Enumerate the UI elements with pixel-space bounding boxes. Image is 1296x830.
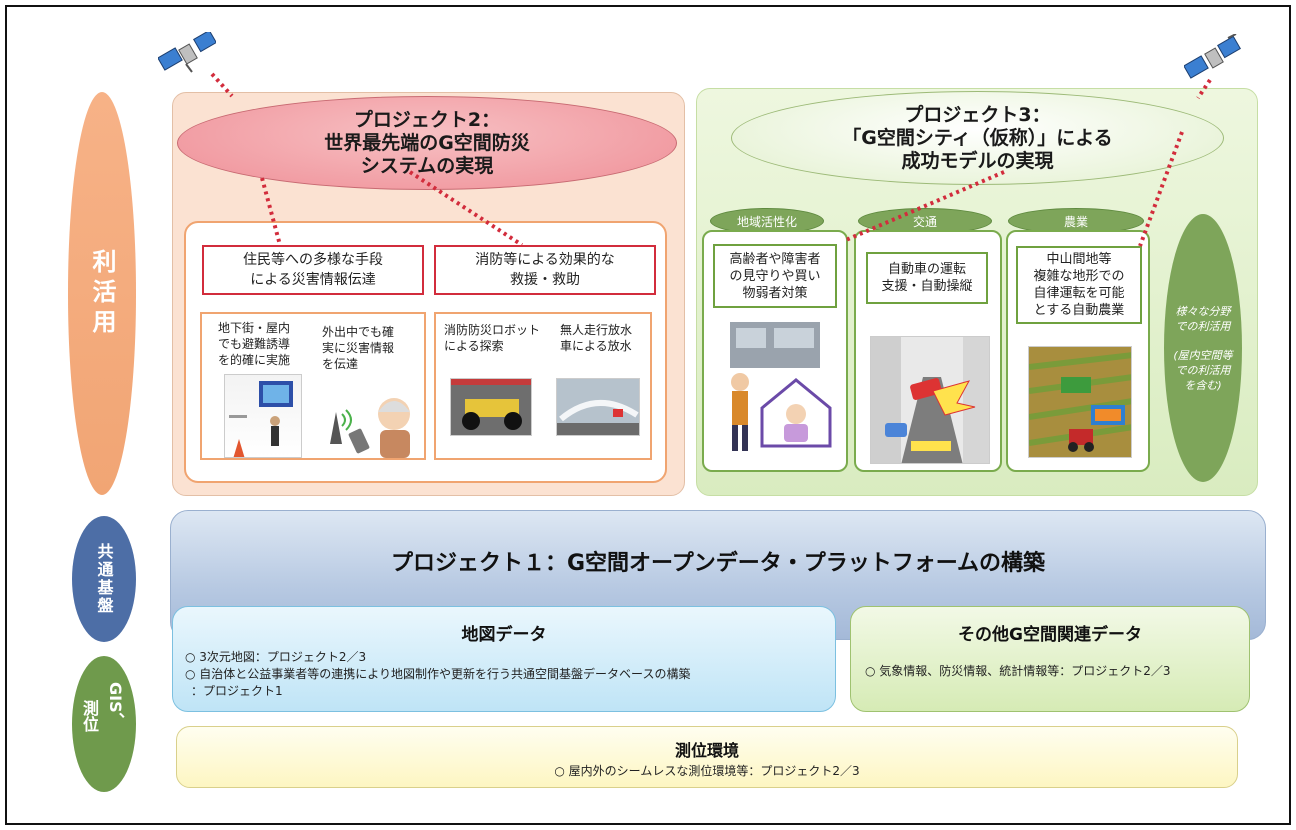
other-data-box: その他G空間関連データ ○ 気象情報、防災情報、統計情報等：プロジェクト2／3 bbox=[850, 606, 1250, 712]
satellite-icon bbox=[1183, 33, 1242, 82]
water-cannon-image bbox=[556, 378, 640, 436]
unmanned-water-text: 無人走行放水車による放水 bbox=[560, 323, 633, 353]
rescue-line1: 消防等による効果的な bbox=[475, 252, 615, 268]
elderly-watch-box: 高齢者や障害者の見守りや買い物弱者対策 bbox=[713, 244, 837, 308]
map-data-title: 地図データ bbox=[461, 625, 547, 645]
phone-user-image bbox=[322, 384, 422, 460]
project2-title-line3: システムの実現 bbox=[360, 154, 494, 177]
category-gis-col2: GIS、 bbox=[106, 682, 125, 729]
evacuation-sign-image bbox=[224, 374, 302, 458]
category-common-base: 共通基盤 bbox=[72, 516, 136, 642]
rescue-sub-box: 消防防災ロボットによる探索 無人走行放水車による放水 bbox=[434, 312, 652, 460]
auto-farming-box: 中山間地等複雑な地形での自律運転を可能とする自動農業 bbox=[1016, 246, 1142, 324]
outer-frame bbox=[5, 5, 1291, 825]
other-data-bullet: ○ 気象情報、防災情報、統計情報等：プロジェクト2／3 bbox=[865, 664, 1171, 678]
rescue-line2: 救援・救助 bbox=[510, 272, 580, 288]
project2-title-ellipse: プロジェクト2： 世界最先端のG空間防災 システムの実現 bbox=[177, 96, 677, 190]
project3-title-line1: プロジェクト3： bbox=[904, 103, 1051, 126]
project2-title-line2: 世界最先端のG空間防災 bbox=[324, 131, 530, 154]
category-gis-positioning: 測位 GIS、 bbox=[72, 656, 136, 792]
map-data-bullet: ○ 自治体と公益事業者等の連携により地図制作や更新を行う共通空間基盤データベース… bbox=[185, 667, 691, 681]
farm-machine-image bbox=[1028, 346, 1132, 458]
various-fields-bubble: 様々な分野 での利活用 (屋内空間等 での利活用 を含む) bbox=[1164, 214, 1242, 482]
project1-title: プロジェクト１：G空間オープンデータ・プラットフォームの構築 bbox=[390, 551, 1046, 576]
positioning-bullet: ○ 屋内外のシームレスな測位環境等：プロジェクト2／3 bbox=[554, 764, 860, 778]
driving-support-box: 自動車の運転支援・自動操縦 bbox=[866, 252, 988, 304]
info-transmission-line1: 住民等への多様な手段 bbox=[243, 252, 383, 268]
project3-title-line2: 「G空間シティ（仮称）」による bbox=[842, 126, 1113, 149]
fire-robot-image bbox=[450, 378, 532, 436]
positioning-box: 測位環境 ○ 屋内外のシームレスな測位環境等：プロジェクト2／3 bbox=[176, 726, 1238, 788]
project3-title-line3: 成功モデルの実現 bbox=[901, 149, 1054, 172]
positioning-title: 測位環境 bbox=[674, 741, 739, 760]
info-transmission-box: 住民等への多様な手段による災害情報伝達 bbox=[202, 245, 424, 295]
tag-agriculture: 農業 bbox=[1008, 208, 1144, 234]
car-assist-image bbox=[870, 336, 990, 464]
outdoor-info-text: 外出中でも確実に災害情報を伝達 bbox=[322, 325, 395, 371]
elderly-care-image bbox=[712, 318, 838, 464]
project3-title-ellipse: プロジェクト3： 「G空間シティ（仮称）」による 成功モデルの実現 bbox=[731, 91, 1224, 185]
category-gis-col1: 測位 bbox=[80, 700, 99, 732]
category-use: 利活用 bbox=[68, 92, 136, 495]
project2-title-line1: プロジェクト2： bbox=[353, 108, 501, 131]
info-sub-box: 地下街・屋内でも避難誘導を的確に実施 外出中でも確実に災害情報を伝達 bbox=[200, 312, 426, 460]
map-data-bullet-cont: ：プロジェクト1 bbox=[191, 684, 283, 698]
map-data-bullet: ○ 3次元地図：プロジェクト2／3 bbox=[185, 650, 367, 664]
satellite-icon bbox=[157, 29, 217, 80]
map-data-box: 地図データ ○ 3次元地図：プロジェクト2／3 ○ 自治体と公益事業者等の連携に… bbox=[172, 606, 836, 712]
other-data-title: その他G空間関連データ bbox=[958, 625, 1142, 645]
info-transmission-line2: による災害情報伝達 bbox=[250, 272, 376, 288]
rescue-box: 消防等による効果的な救援・救助 bbox=[434, 245, 656, 295]
robot-search-text: 消防防災ロボットによる探索 bbox=[444, 323, 541, 353]
underground-evac-text: 地下街・屋内でも避難誘導を的確に実施 bbox=[218, 321, 291, 367]
